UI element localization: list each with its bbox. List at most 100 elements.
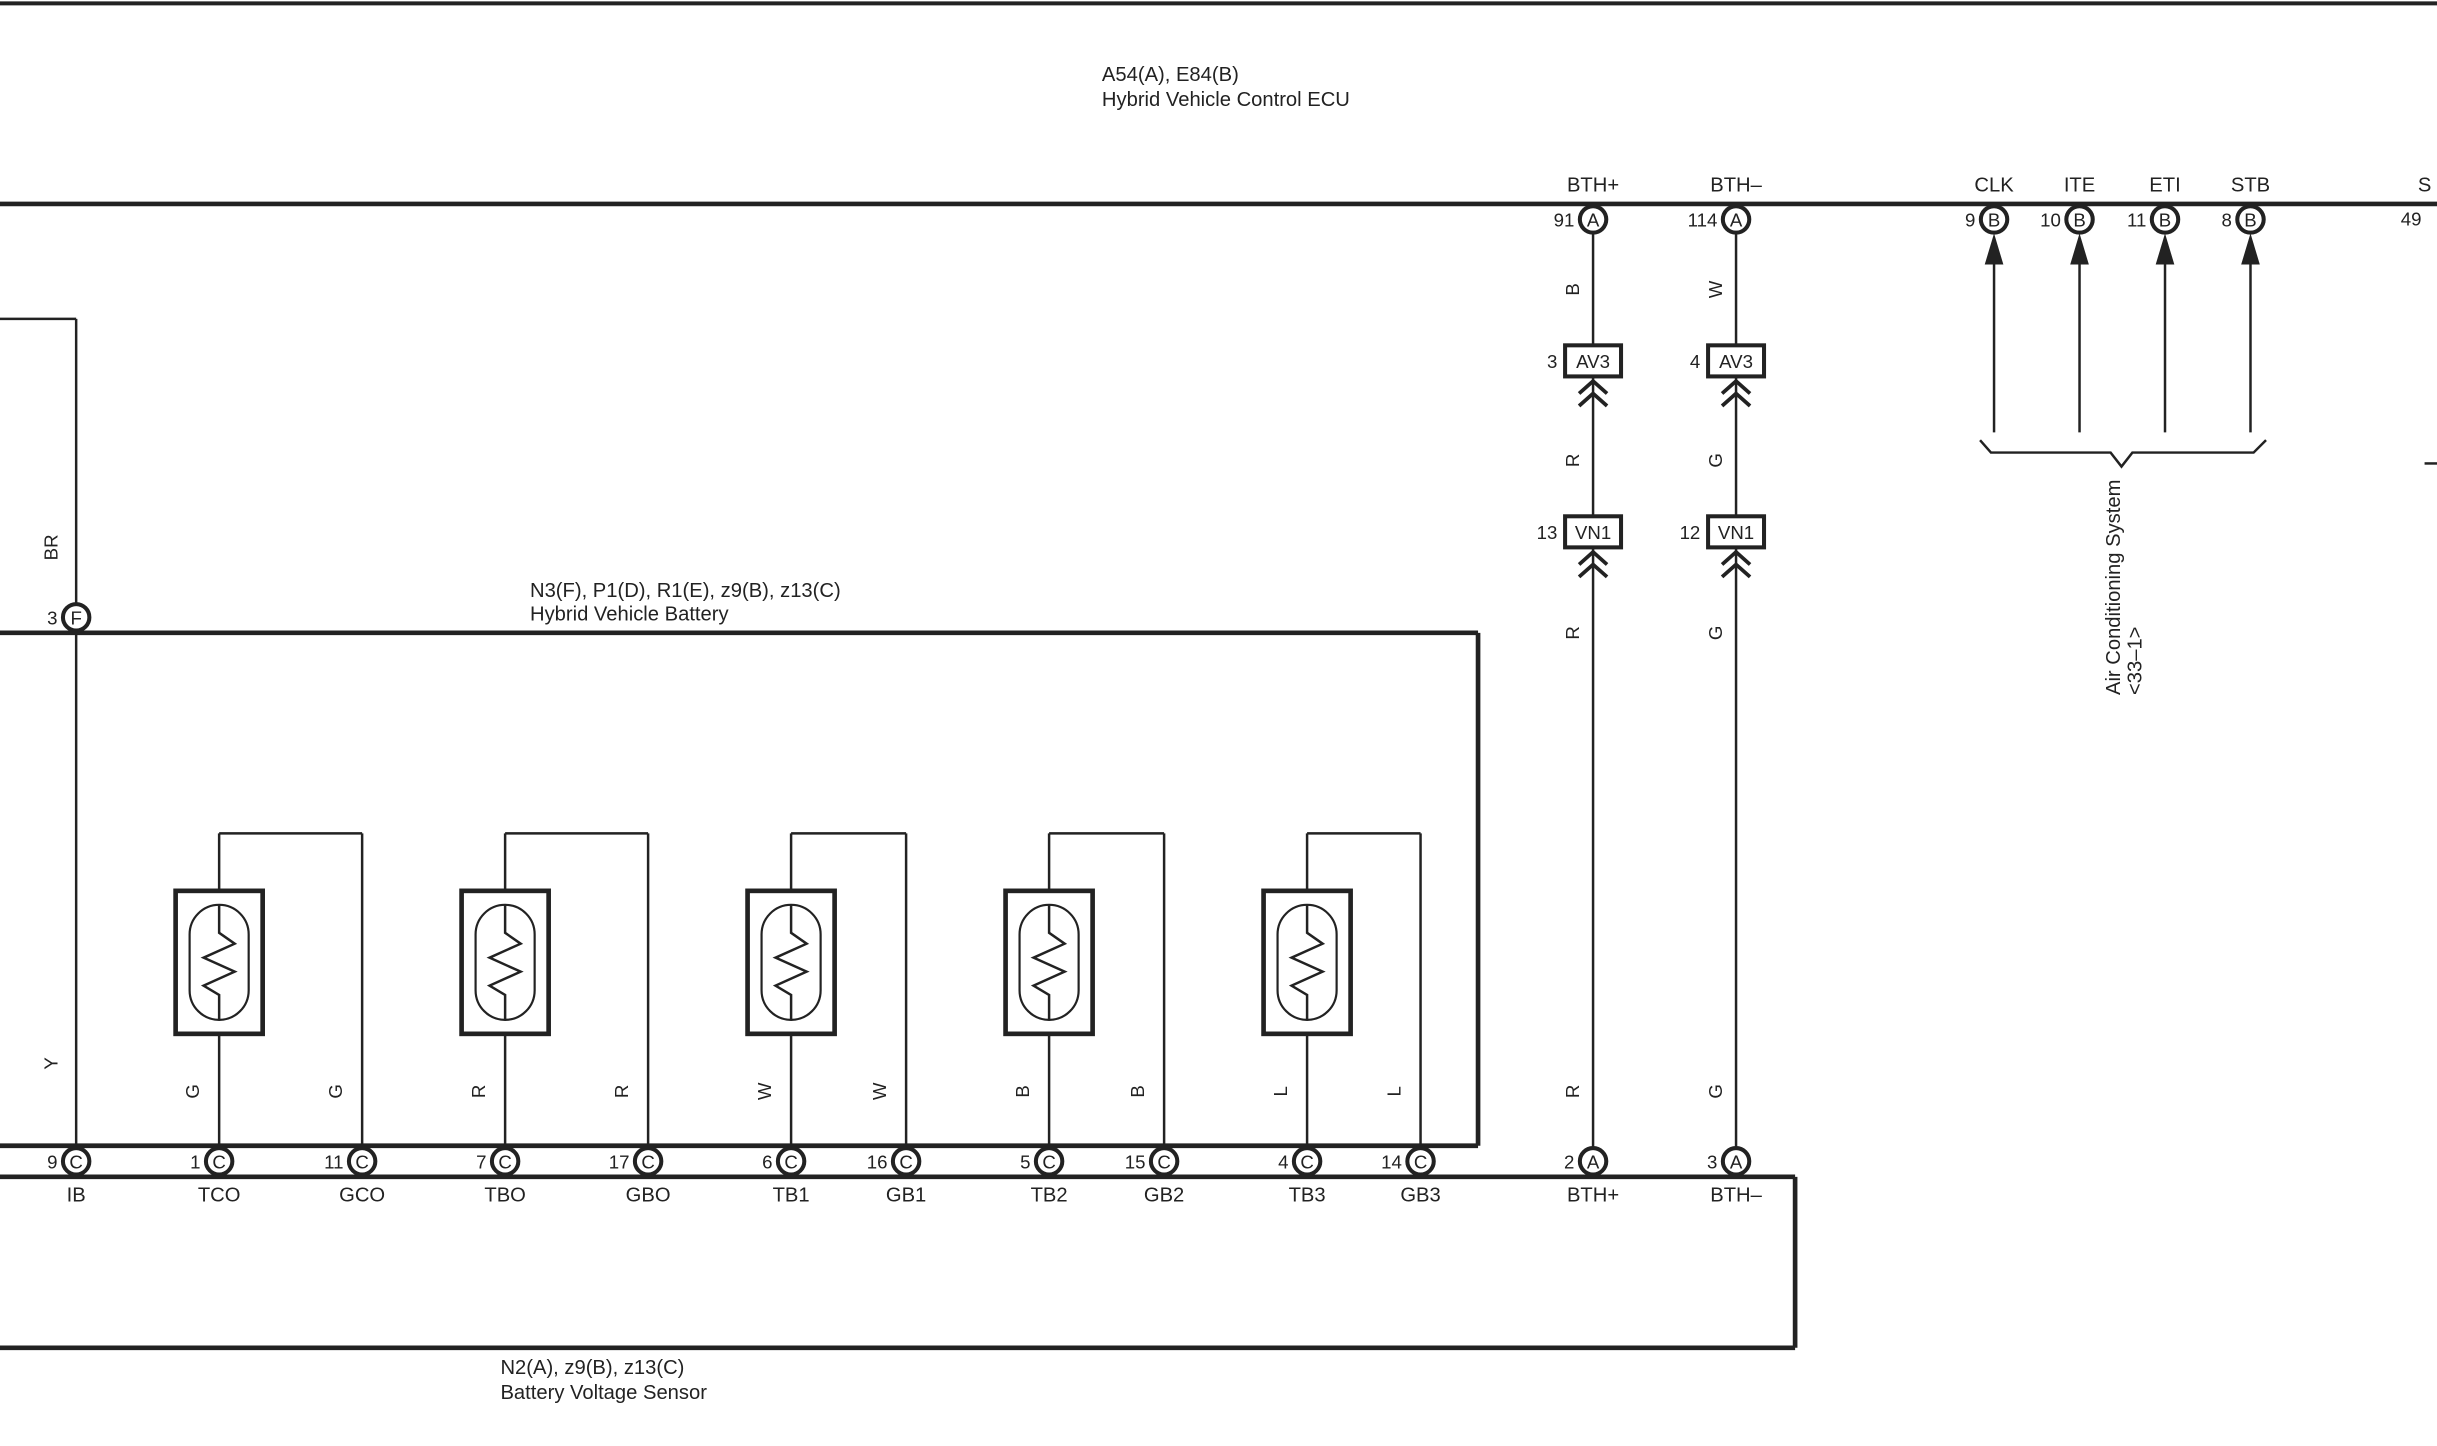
- sensor-pin-connector-circle: [1405, 1146, 1436, 1177]
- sensor-pin-connector-letter: C: [1157, 1151, 1170, 1172]
- ac-system-title: Air Conditioning System: [2103, 480, 2125, 695]
- resistor-icon: [200, 904, 238, 1020]
- sensor-pin-connector-circle: [203, 1146, 235, 1177]
- thermistor-wire-color: L: [1270, 1086, 1291, 1096]
- ecu-pin-connector-circle: [1720, 204, 1752, 235]
- thermistor-wire-color: B: [1127, 1085, 1148, 1097]
- sensor-pin-connector-circle: [1148, 1146, 1180, 1177]
- battery-title: N3(F), P1(D), R1(E), z9(B), z13(C): [530, 580, 841, 602]
- ecu-pin-label: BTH–: [1710, 174, 1762, 196]
- ib-wire-color: Y: [41, 1057, 62, 1070]
- sensor-pin-connector-letter: A: [1587, 1151, 1600, 1172]
- ecu-pin-pin-number: 9: [1965, 209, 1975, 230]
- sensor-pin-label: TB3: [1289, 1185, 1326, 1207]
- sensor-pin-label: BTH–: [1710, 1185, 1762, 1207]
- sensor-pin-connector-letter: A: [1730, 1151, 1743, 1172]
- arrow-up-icon: [1984, 233, 2004, 265]
- arrow-up-icon: [2155, 233, 2175, 265]
- battery-pin-connector-letter: F: [70, 607, 81, 628]
- thermistor-wire-color: B: [1012, 1085, 1033, 1097]
- sensor-pin-connector-letter: C: [212, 1151, 225, 1172]
- sensor-title: N2(A), z9(B), z13(C): [500, 1357, 684, 1379]
- sensor-pin-pin-number: 16: [867, 1151, 888, 1172]
- sensor-pin-connector-circle: [489, 1146, 521, 1177]
- ecu-pin-connector-circle: [1978, 204, 2010, 235]
- sensor-pin-connector-letter: C: [498, 1151, 511, 1172]
- sensor-pin-label: IB: [67, 1185, 86, 1207]
- sensor-pin-connector-circle: [632, 1146, 664, 1177]
- sensor-pin-pin-number: 5: [1020, 1151, 1030, 1172]
- sensor-pin-pin-number: 11: [324, 1151, 343, 1172]
- sensor-pin-pin-number: 17: [609, 1151, 630, 1172]
- sensor-pin-pin-number: 4: [1278, 1151, 1288, 1172]
- bth_minus-vn1-connector-label: VN1: [1718, 522, 1754, 543]
- bth_plus-av3-connector-number: 3: [1547, 351, 1557, 372]
- bth_minus-wire-color: G: [1705, 626, 1726, 641]
- sensor-pin-connector-circle: [775, 1146, 807, 1177]
- sensor-pin-pin-number: 3: [1707, 1151, 1717, 1172]
- sensor-pin-connector-circle: [60, 1146, 92, 1177]
- thermistor-wire-color: R: [611, 1085, 632, 1098]
- ecu-pin-label: CLK: [1974, 174, 2014, 196]
- sensor-pin-pin-number: 14: [1381, 1151, 1402, 1172]
- ecu-pin-connector-circle: [1577, 204, 1609, 235]
- sensor-pin-connector-letter: C: [69, 1151, 82, 1172]
- ecu-pin-connector-circle: [2064, 204, 2095, 235]
- battery-subtitle: Hybrid Vehicle Battery: [530, 603, 730, 625]
- ac-brace: [1979, 439, 2267, 469]
- bth_plus-av3-connector-label: AV3: [1576, 351, 1610, 372]
- bth_plus-wire-color: R: [1562, 626, 1583, 639]
- ecu-pin-number: 49: [2401, 209, 2422, 230]
- components: [60, 204, 2267, 1177]
- ecu-pin-connector-letter: B: [2073, 209, 2085, 230]
- sensor-pin-label: GB3: [1400, 1185, 1440, 1207]
- bth_minus-wire-color: G: [1705, 1084, 1726, 1098]
- ecu-pin-pin-number: 10: [2040, 209, 2061, 230]
- sensor-pin-pin-number: 9: [47, 1151, 57, 1172]
- bth_minus-vn1-connector-box: [1706, 514, 1767, 550]
- sensor-pin-label: GB2: [1144, 1185, 1184, 1207]
- sensor-pin-connector-circle: [1291, 1146, 1323, 1177]
- sensor-pin-connector-circle: [346, 1146, 378, 1177]
- ecu-pin-pin-number: 91: [1554, 209, 1575, 230]
- bth_plus-vn1-connector-box: [1563, 514, 1624, 550]
- connector-chevron-icon: [1577, 549, 1609, 579]
- sensor-pin-connector-letter: C: [355, 1151, 368, 1172]
- sensor-pin-label: TB1: [773, 1185, 810, 1207]
- sensor-pin-label: TCO: [198, 1185, 241, 1207]
- arrow-up-icon: [2070, 233, 2089, 265]
- ecu-pin-connector-circle: [2235, 204, 2266, 235]
- ecu-pin-pin-number: 11: [2127, 209, 2146, 230]
- sensor-pin-label: TBO: [484, 1185, 526, 1207]
- ecu-pin-connector-letter: A: [1730, 209, 1743, 230]
- sensor-pin-label: BTH+: [1567, 1185, 1619, 1207]
- sensor-pin-connector-circle: [1720, 1146, 1752, 1177]
- ecu-pin-label: BTH+: [1567, 174, 1619, 196]
- sensor-pin-pin-number: 7: [476, 1151, 486, 1172]
- ecu-pin-connector-letter: A: [1587, 209, 1600, 230]
- ecu-pin-connector-circle: [2149, 204, 2181, 235]
- connector-chevron-icon: [1720, 378, 1752, 408]
- resistor-icon: [772, 904, 810, 1020]
- sensor-pin-connector-letter: C: [641, 1151, 654, 1172]
- ib-wire-color: BR: [41, 534, 62, 560]
- ecu-title: A54(A), E84(B): [1102, 64, 1239, 86]
- ecu-pin-label: STB: [2231, 174, 2270, 196]
- sensor-pin-pin-number: 15: [1125, 1151, 1146, 1172]
- sensor-pin-connector-letter: C: [1042, 1151, 1055, 1172]
- sensor-pin-pin-number: 1: [190, 1151, 200, 1172]
- thermistor-wire-color: R: [468, 1085, 489, 1098]
- battery-pin-pin-number: 3: [47, 607, 57, 628]
- ecu-subtitle: Hybrid Vehicle Control ECU: [1102, 89, 1350, 111]
- sensor-pin-label: GB1: [886, 1185, 926, 1207]
- sensor-pin-pin-number: 6: [762, 1151, 772, 1172]
- bth_minus-vn1-connector-number: 12: [1680, 522, 1701, 543]
- ecu-pin-label: ITE: [2064, 174, 2095, 196]
- labels: A54(A), E84(B) Hybrid Vehicle Control EC…: [41, 64, 2432, 1404]
- bth_minus-av3-connector-label: AV3: [1719, 351, 1753, 372]
- connector-chevron-icon: [1577, 378, 1609, 408]
- bth_plus-wire-color: R: [1562, 1085, 1583, 1098]
- connector-chevron-icon: [1720, 549, 1752, 579]
- bth_minus-av3-connector-number: 4: [1690, 351, 1700, 372]
- ecu-pin-pin-number: 114: [1688, 209, 1718, 230]
